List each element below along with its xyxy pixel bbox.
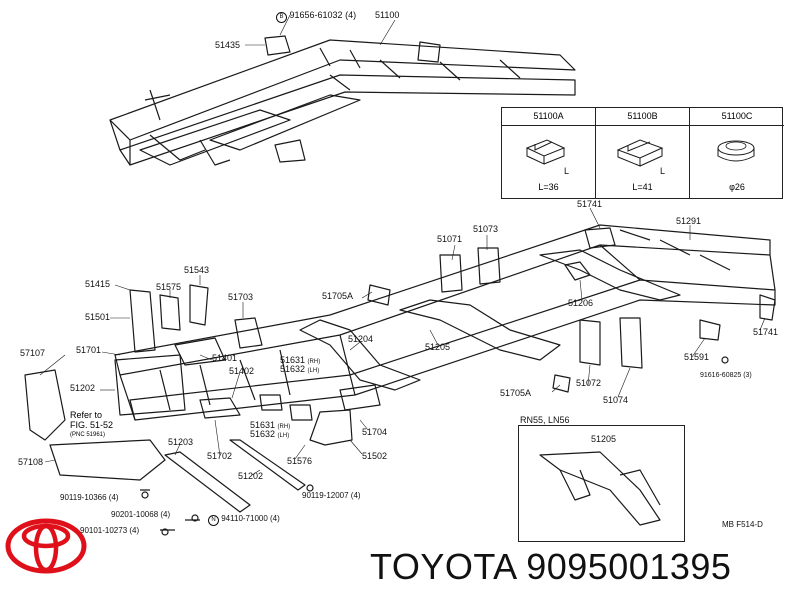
callout-51074: 51074 <box>603 395 629 405</box>
callout-51071: 51071 <box>437 234 463 244</box>
circle-b-icon: B <box>276 12 287 23</box>
callout-51543: 51543 <box>184 265 210 275</box>
figure-reference[interactable]: Refer to FIG. 51-52 (PNC 51961) <box>70 410 113 440</box>
callout-51631-rh-bottom: 51631 (RH) <box>250 420 291 430</box>
callout-91656: B 91656-61032 (4) <box>276 10 356 23</box>
callout-51205: 51205 <box>425 342 451 352</box>
callout-94110: N 94110-71000 (4) <box>208 514 280 526</box>
circle-n-icon: N <box>208 515 219 526</box>
callout-51415: 51415 <box>85 279 111 289</box>
inset-frame-drawing <box>539 451 661 526</box>
callout-57108: 57108 <box>18 457 44 467</box>
variant-col-51100c: 51100C φ26 <box>690 108 784 198</box>
callout-51502: 51502 <box>362 451 388 461</box>
pad-b-drawing <box>616 139 664 167</box>
callout-51291: 51291 <box>676 216 702 226</box>
callout-51701: 51701 <box>76 345 102 355</box>
fig-ref-line3: (PNC 51961) <box>70 432 106 438</box>
inset-box: 51205 <box>518 425 685 542</box>
variant-col-51100a: 51100A L L=36 <box>502 108 596 198</box>
callout-51206: 51206 <box>568 298 594 308</box>
callout-51401: 51401 <box>212 353 238 363</box>
variant-dim-letter: L <box>660 166 666 176</box>
callout-51632-lh-top: 51632 (LH) <box>280 364 320 374</box>
callout-90201: 90201-10068 (4) <box>111 510 171 519</box>
callout-51576: 51576 <box>287 456 313 466</box>
fig-ref-line1: Refer to <box>70 410 103 420</box>
callout-51631-rh-top: 51631 (RH) <box>280 355 321 365</box>
callout-90119-10366: 90119-10366 (4) <box>60 493 119 502</box>
callout-51702: 51702 <box>207 451 233 461</box>
variant-dim-letter: L <box>564 166 570 176</box>
callout-51591: 51591 <box>684 352 710 362</box>
variant-dim: L=36 <box>538 182 559 192</box>
callout-90119-12007: 90119-12007 (4) <box>302 491 361 500</box>
callout-51202-bottom: 51202 <box>238 471 264 481</box>
main-frame-drawing <box>114 224 776 446</box>
callout-51703: 51703 <box>228 292 254 302</box>
callout-51073: 51073 <box>473 224 499 234</box>
callout-91616: 91616-60825 (3) <box>700 372 752 379</box>
mb-code: MB F514-D <box>722 520 763 529</box>
variant-header: 51100C <box>690 108 784 126</box>
callout-51741-top: 51741 <box>577 199 603 209</box>
fig-ref-line2: FIG. 51-52 <box>70 420 114 430</box>
variant-header: 51100A <box>502 108 595 126</box>
callout-51402: 51402 <box>229 366 255 376</box>
variant-dim: L=41 <box>632 182 653 192</box>
upper-frame-drawing <box>109 35 576 166</box>
callout-51501: 51501 <box>85 312 111 322</box>
callout-57107: 57107 <box>20 348 46 358</box>
callout-90101: 90101-10273 (4) <box>80 526 140 535</box>
callout-51072: 51072 <box>576 378 602 388</box>
callout-51202-left: 51202 <box>70 383 96 393</box>
callout-51632-lh-bottom: 51632 (LH) <box>250 429 290 439</box>
variant-col-51100b: 51100B L L=41 <box>596 108 690 198</box>
callout-51704: 51704 <box>362 427 388 437</box>
callout-51435: 51435 <box>215 40 241 50</box>
variant-table: 51100A L L=36 51100B L L=41 51100C φ26 <box>501 107 784 199</box>
pad-a-drawing <box>525 139 566 165</box>
inset-title: RN55, LN56 <box>520 415 570 425</box>
callout-51705a-bottom: 51705A <box>500 388 532 398</box>
callout-51204: 51204 <box>348 334 374 344</box>
variant-dim: φ26 <box>729 182 745 192</box>
toyota-logo <box>5 518 87 574</box>
plug-c-drawing <box>717 140 755 162</box>
callout-51203: 51203 <box>168 437 194 447</box>
brand-title: TOYOTA 9095001395 <box>370 546 732 587</box>
leader-lines <box>39 14 766 476</box>
callout-51575: 51575 <box>156 282 182 292</box>
variant-header: 51100B <box>596 108 689 126</box>
callout-51741-right: 51741 <box>753 327 779 337</box>
callout-51100: 51100 <box>375 10 400 20</box>
front-bracket-drawing <box>24 284 729 536</box>
inset-part-label: 51205 <box>591 434 617 444</box>
callout-51705a-top: 51705A <box>322 291 354 301</box>
